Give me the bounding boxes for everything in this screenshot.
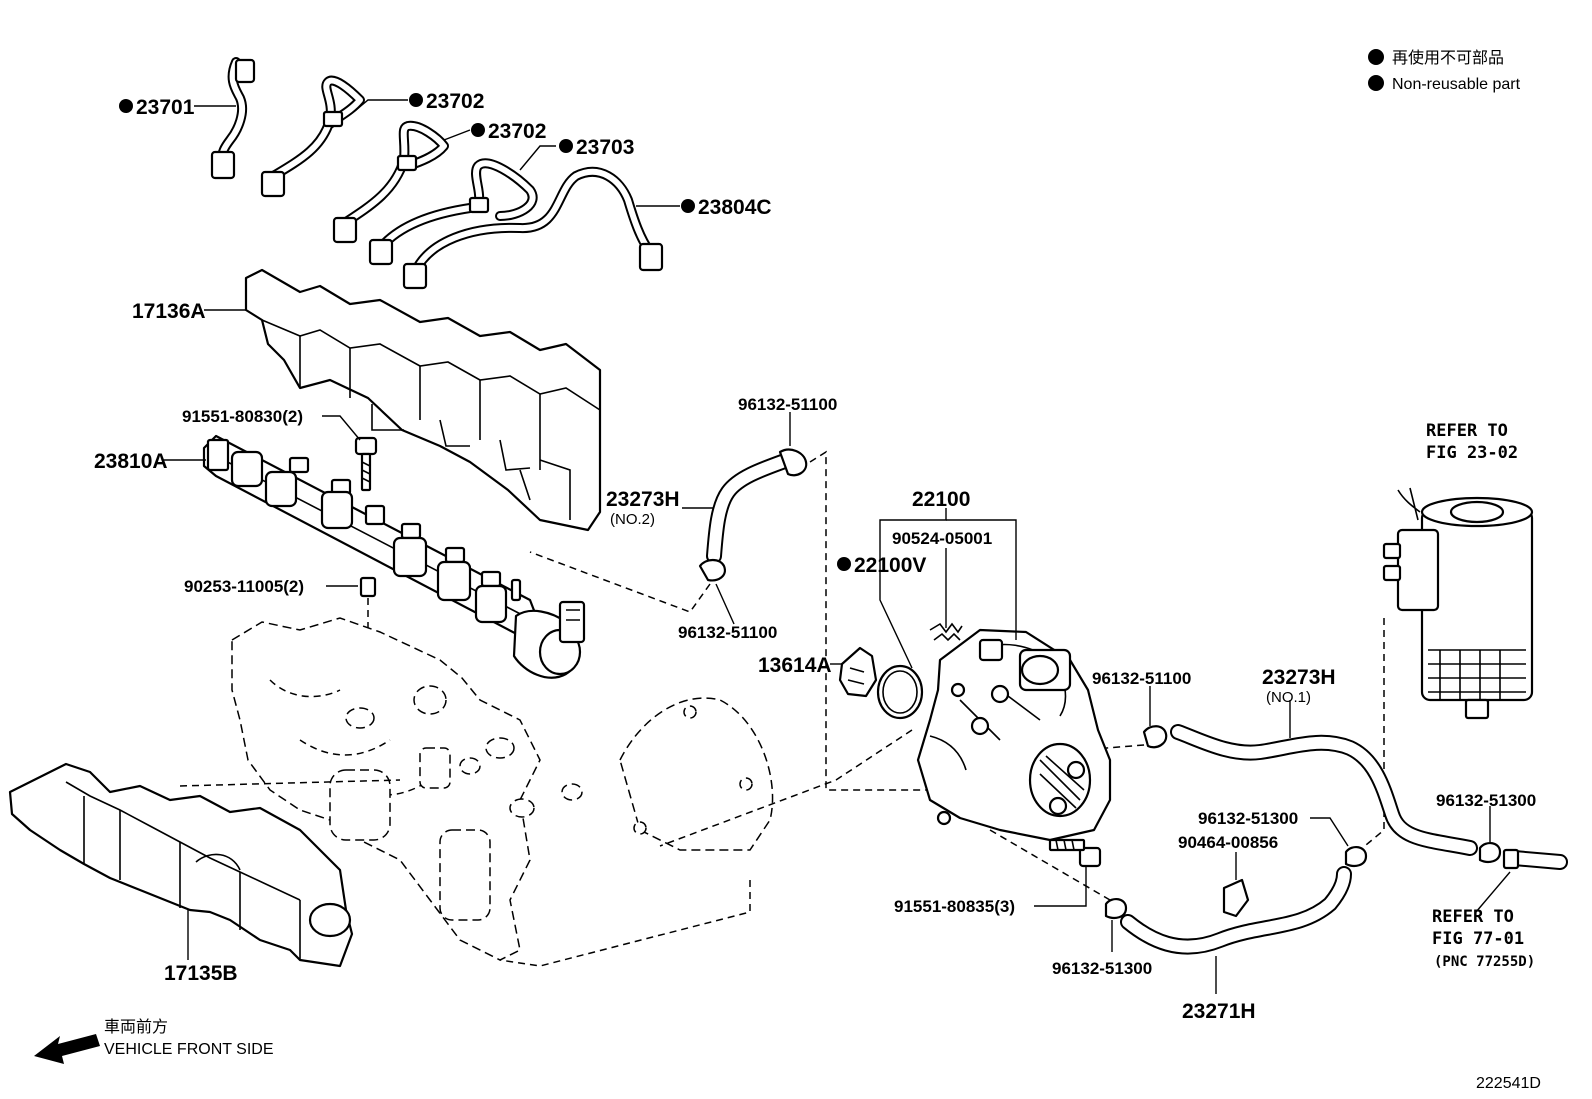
label-23701: 23701	[136, 96, 195, 119]
reference-notes: REFER TO FIG 23-02 REFER TO FIG 77-01 (P…	[1426, 421, 1535, 970]
legend-en: Non-reusable part	[1392, 76, 1521, 93]
label-23273h-no2-sub: (NO.2)	[610, 511, 655, 528]
seal-13614a	[838, 646, 878, 698]
label-22100: 22100	[912, 488, 970, 511]
vehicle-front-indicator: 車両前方 VEHICLE FRONT SIDE	[34, 1018, 274, 1064]
label-17136a: 17136A	[132, 300, 206, 323]
non-reusable-marker-icon	[409, 93, 423, 107]
leader-lines	[162, 99, 1511, 994]
label-96132-51300-b: 96132-51300	[1436, 791, 1536, 810]
label-23273h-no2: 23273H	[606, 488, 680, 511]
label-22100v: 22100V	[854, 554, 926, 577]
front-arrow-icon	[34, 1034, 100, 1064]
label-91551-80835: 91551-80835(3)	[894, 897, 1015, 916]
label-17135b: 17135B	[164, 962, 238, 985]
hose-23273h-no1	[1170, 724, 1478, 856]
common-rail-23810a	[202, 434, 586, 679]
legend: 再使用不可部品 Non-reusable part	[1368, 49, 1521, 93]
ref-fig-23-02-line2: FIG 23-02	[1426, 443, 1518, 463]
fuel-filter	[1382, 487, 1534, 720]
figure-id: 222541D	[1476, 1075, 1541, 1092]
label-23271h: 23271H	[1182, 1000, 1256, 1023]
direction-en: VEHICLE FRONT SIDE	[104, 1041, 274, 1058]
hose-23273h-no2	[698, 448, 808, 582]
ref-fig-23-02-line1: REFER TO	[1426, 421, 1508, 441]
non-reusable-marker-icon	[119, 99, 133, 113]
ref-fig-77-01-line1: REFER TO	[1432, 907, 1514, 927]
legend-jp: 再使用不可部品	[1392, 49, 1504, 67]
bracket-lines	[879, 508, 1017, 669]
direction-jp: 車両前方	[104, 1018, 168, 1036]
hose-23271h	[1120, 866, 1352, 955]
bolt-91551-80835	[1048, 838, 1102, 868]
hose-77255d	[1502, 848, 1568, 870]
label-23703: 23703	[576, 136, 634, 159]
spring-90524	[929, 622, 963, 642]
label-13614a: 13614A	[758, 654, 832, 677]
label-90464-00856: 90464-00856	[1178, 833, 1278, 852]
label-90253-11005: 90253-11005(2)	[184, 577, 304, 596]
label-23273h-no1: 23273H	[1262, 666, 1336, 689]
non-reusable-marker-icon	[1368, 49, 1384, 65]
label-96132-51100-top: 96132-51100	[738, 395, 837, 414]
label-96132-51100-right: 96132-51100	[1092, 669, 1191, 688]
bolt-91551-80830	[354, 436, 378, 492]
label-91551-80830: 91551-80830(2)	[182, 407, 303, 426]
ref-fig-77-01-line2: FIG 77-01	[1432, 929, 1524, 949]
supply-pump-22100	[916, 628, 1112, 842]
clamps	[1104, 725, 1502, 919]
injection-pipes	[210, 57, 664, 290]
injector-cover-17135b	[8, 762, 354, 968]
label-90524-05001: 90524-05001	[892, 529, 992, 548]
gasket-22100v	[876, 664, 924, 720]
engine-block-ghost	[231, 617, 774, 967]
label-23702-a: 23702	[426, 90, 484, 113]
label-23702-b: 23702	[488, 120, 546, 143]
label-96132-51100-mid: 96132-51100	[678, 623, 777, 642]
non-reusable-marker-icon	[559, 139, 573, 153]
label-23273h-no1-sub: (NO.1)	[1266, 689, 1311, 706]
label-96132-51300-c: 96132-51300	[1052, 959, 1152, 978]
label-23810a: 23810A	[94, 450, 168, 473]
injector-cover-17136a	[244, 268, 602, 532]
part-labels: 23701 23702 23702 23703 23804C 17136A 91…	[94, 90, 1536, 1023]
non-reusable-marker-icon	[681, 199, 695, 213]
non-reusable-marker-icon	[1368, 75, 1384, 91]
ref-fig-77-01-line3: (PNC 77255D)	[1434, 954, 1535, 970]
label-23804c: 23804C	[698, 196, 772, 219]
label-96132-51300-a: 96132-51300	[1198, 809, 1298, 828]
non-reusable-marker-icon	[837, 557, 851, 571]
non-reusable-marker-icon	[471, 123, 485, 137]
